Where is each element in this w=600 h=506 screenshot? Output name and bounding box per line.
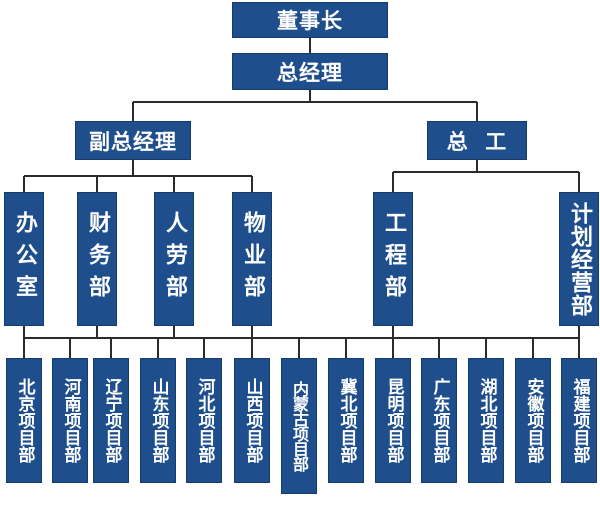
deputy-gm-box: 副总经理	[75, 121, 191, 160]
dept-finance: 财务部	[77, 192, 117, 326]
dept-hr: 人劳部	[154, 192, 194, 326]
project-guangdong: 广东项目部	[421, 358, 457, 483]
project-shandong: 山东项目部	[140, 358, 176, 483]
dept-planning: 计划经营部	[559, 192, 599, 326]
project-beijing: 北京项目部	[6, 358, 42, 483]
project-fujian: 福建项目部	[561, 358, 597, 483]
chief-engineer-label: 总 工	[446, 129, 508, 154]
project-kunming: 昆明项目部	[375, 358, 411, 483]
general-manager-box: 总经理	[232, 53, 388, 90]
project-shanxi: 山西项目部	[234, 358, 270, 483]
project-liaoning: 辽宁项目部	[93, 358, 129, 483]
project-hubei: 湖北项目部	[468, 358, 504, 483]
dept-office: 办公室	[4, 192, 44, 326]
project-inner-mongolia: 内蒙古项目部	[281, 358, 317, 494]
project-hebei: 河北项目部	[186, 358, 222, 483]
project-anhui: 安徽项目部	[515, 358, 551, 483]
chief-engineer-box: 总 工	[427, 121, 527, 160]
dept-property: 物业部	[232, 192, 272, 326]
project-henan: 河南项目部	[52, 358, 88, 483]
dept-engineering: 工程部	[373, 192, 413, 326]
project-jibei: 冀北项目部	[328, 358, 364, 483]
chairman-box: 董事长	[232, 2, 388, 38]
